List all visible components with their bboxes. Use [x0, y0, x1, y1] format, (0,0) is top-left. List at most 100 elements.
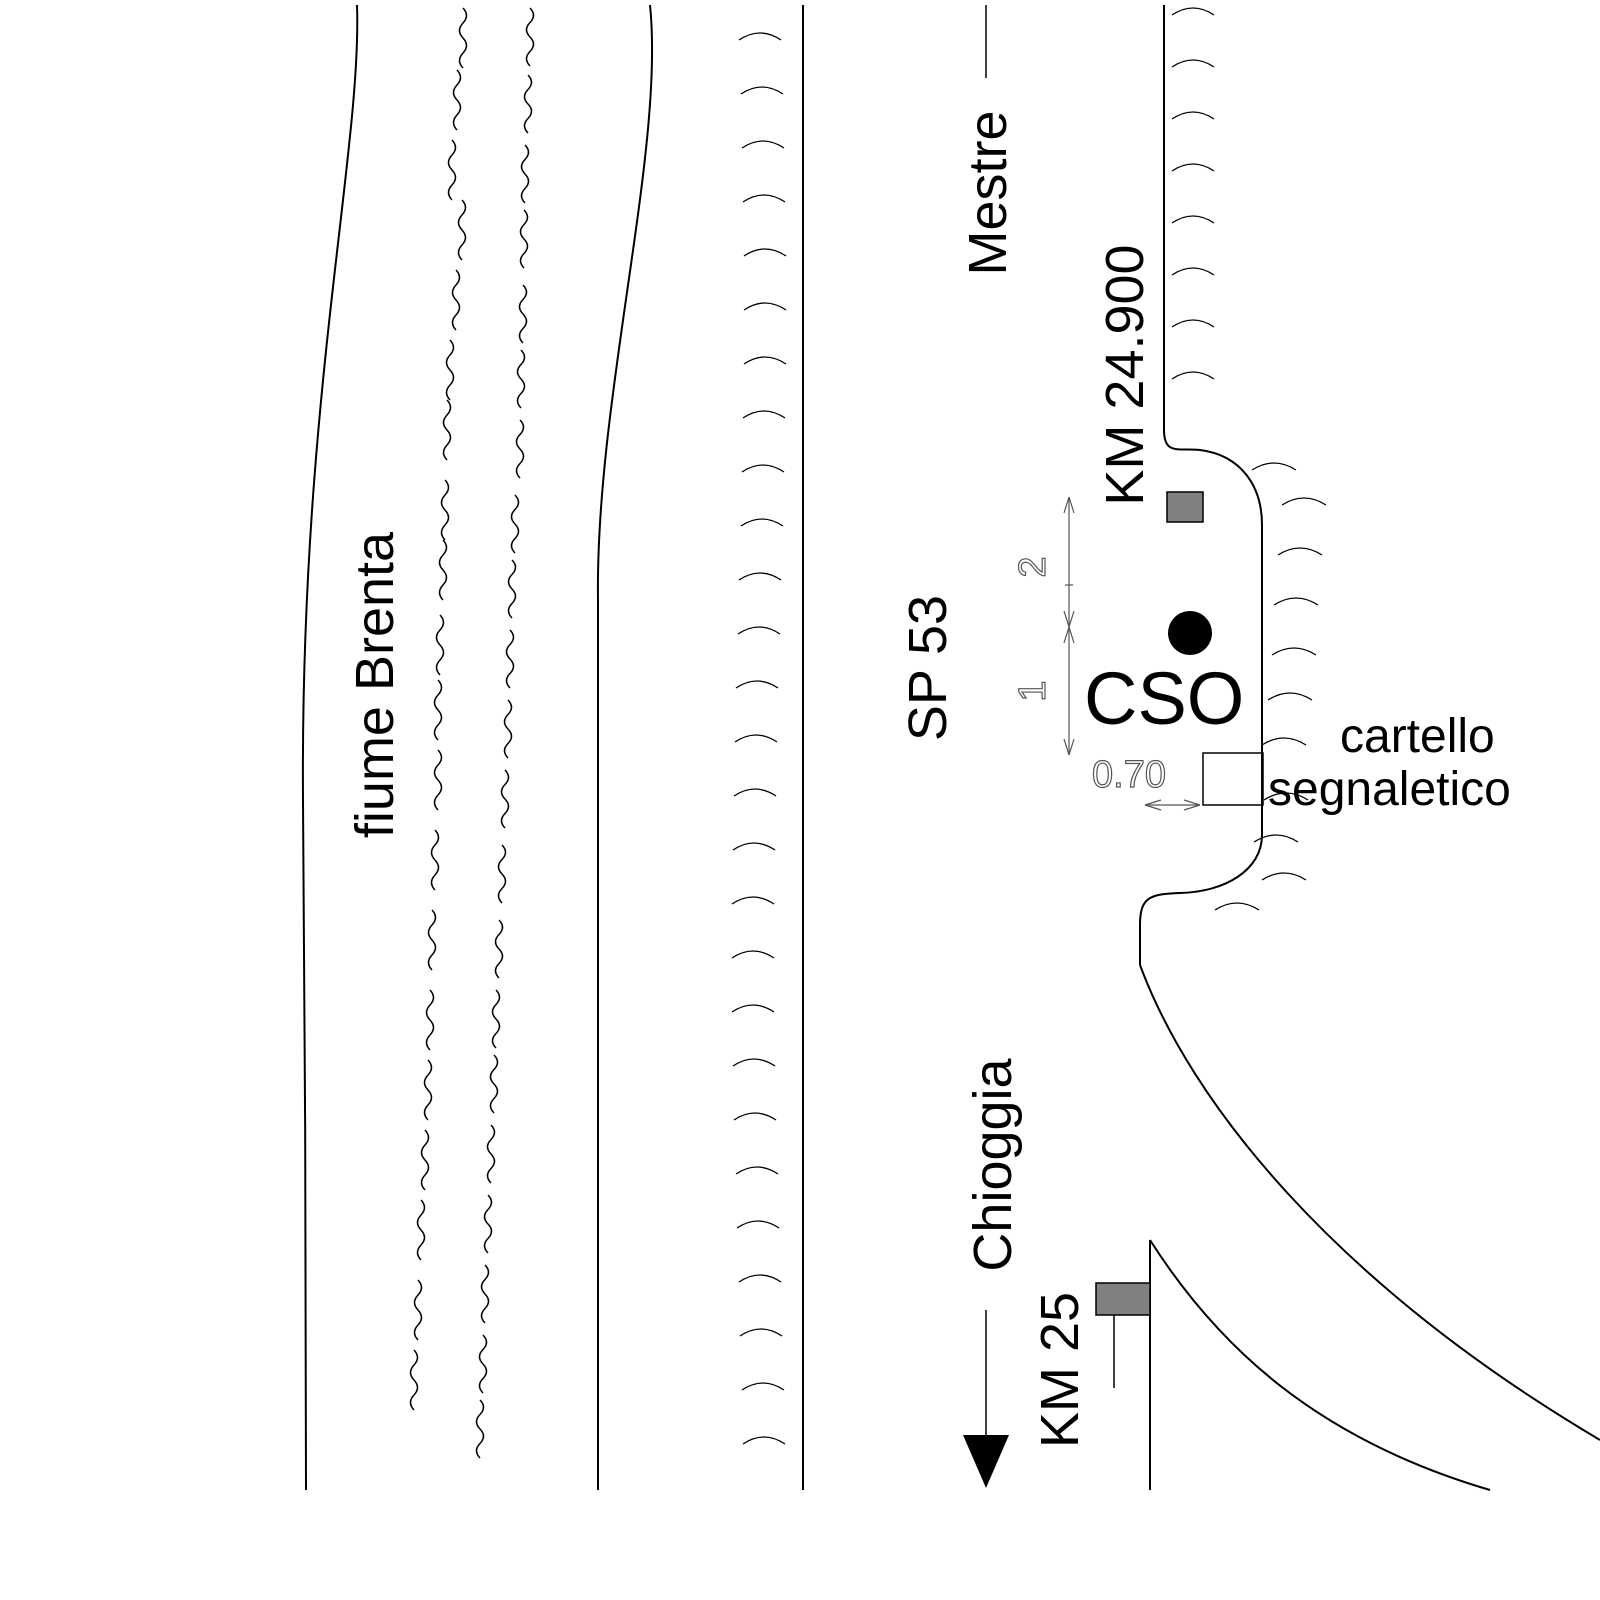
road-label: SP 53 [898, 595, 958, 741]
grass-mark [1261, 737, 1307, 746]
water-ripples [409, 7, 535, 1459]
grass-mark [1277, 547, 1323, 556]
grass-mark [733, 788, 777, 797]
water-ripple [447, 139, 457, 201]
grass-mark [740, 518, 784, 527]
water-ripple [510, 494, 520, 554]
water-ripple [440, 479, 450, 541]
dimension-horizontal [1144, 799, 1201, 811]
grass-mark [735, 1166, 779, 1175]
water-ripple [491, 989, 501, 1049]
water-ripple [515, 419, 525, 479]
grass-mark [738, 1274, 782, 1283]
sign-label-line2: segnaletico [1268, 763, 1511, 816]
km-north-label: KM 24.900 [1095, 244, 1155, 505]
water-ripple [505, 629, 515, 689]
km-24900-marker [1166, 491, 1204, 523]
grass-mark [1267, 692, 1313, 701]
water-ripple [442, 399, 452, 461]
water-ripple [480, 1264, 490, 1324]
grass-mark [1171, 319, 1215, 328]
dimension-label-1: 1 [1012, 680, 1054, 701]
water-ripple [451, 269, 461, 331]
grass-west [731, 32, 787, 1445]
grass-mark [733, 1112, 777, 1121]
grass-mark [1263, 792, 1309, 801]
water-ripple [423, 1059, 433, 1121]
grass-mark [736, 1220, 780, 1229]
north-direction-label: Mestre [958, 110, 1018, 275]
grass-mark [738, 572, 782, 581]
cso-label: CSO [1084, 657, 1244, 740]
grass-mark [1261, 872, 1307, 881]
water-ripple [420, 1129, 430, 1191]
water-ripple [433, 679, 443, 741]
grass-mark [742, 410, 786, 419]
km-25-marker [1095, 1282, 1151, 1316]
river-bank-left [301, 4, 359, 1491]
road-sign-box [1202, 752, 1264, 806]
arrow-south-icon [963, 1435, 1009, 1488]
sign-label-line1: cartello [1340, 710, 1495, 763]
water-ripple [478, 1334, 488, 1394]
grass-mark [739, 1328, 783, 1337]
grass-mark [741, 140, 785, 149]
grass-mark [1171, 267, 1215, 276]
river-label: fiume Brenta [345, 531, 405, 838]
water-ripple [433, 749, 443, 811]
grass-mark [1271, 647, 1317, 656]
grass-mark [741, 464, 785, 473]
water-ripple [427, 909, 437, 971]
grass-mark [1171, 111, 1215, 120]
water-ripple [452, 69, 462, 131]
dimension-label-2: 2 [1012, 556, 1054, 577]
water-ripple [483, 1194, 493, 1254]
water-ripple [520, 144, 530, 204]
grass-mark [732, 842, 776, 851]
water-ripple [458, 7, 468, 69]
junction-road-edge-north [1139, 964, 1600, 1441]
grass-mark [734, 734, 778, 743]
water-ripple [457, 199, 467, 261]
water-ripple [494, 919, 504, 979]
cso-point-icon [1168, 611, 1212, 655]
grass-mark [743, 356, 787, 365]
water-ripple [486, 1124, 496, 1184]
water-ripple [518, 284, 528, 344]
water-ripple [497, 844, 507, 904]
grass-mark [1281, 497, 1327, 506]
grass-mark [735, 680, 779, 689]
water-ripple [475, 1399, 485, 1459]
water-ripple [519, 209, 529, 269]
water-ripple [435, 614, 445, 676]
water-ripple [489, 1054, 499, 1114]
grass-mark [1171, 59, 1215, 68]
grass-mark [742, 194, 786, 203]
water-ripple [516, 349, 526, 409]
dimension-label-070: 0.70 [1092, 754, 1166, 796]
grass-mark [743, 248, 787, 257]
water-ripple [503, 699, 513, 759]
grass-mark [737, 626, 781, 635]
grass-mark [742, 1436, 786, 1445]
water-ripple [425, 989, 435, 1051]
grass-mark [1171, 215, 1215, 224]
grass-mark [731, 950, 775, 959]
south-direction-label: Chioggia [963, 1057, 1023, 1271]
grass-mark [740, 86, 784, 95]
grass-mark [1251, 462, 1297, 471]
junction-road-edge-south [1149, 1239, 1491, 1491]
water-ripple [445, 339, 455, 401]
grass-mark [1171, 163, 1215, 172]
water-ripple [416, 1199, 426, 1261]
grass-mark [1273, 597, 1319, 606]
water-ripple [413, 1279, 423, 1341]
water-ripple [438, 539, 448, 601]
grass-mark [741, 1382, 785, 1391]
grass-mark [743, 302, 787, 311]
grass-mark [731, 1004, 775, 1013]
grass-mark [1171, 7, 1215, 16]
water-ripple [507, 559, 517, 619]
grass-east [1171, 7, 1327, 911]
